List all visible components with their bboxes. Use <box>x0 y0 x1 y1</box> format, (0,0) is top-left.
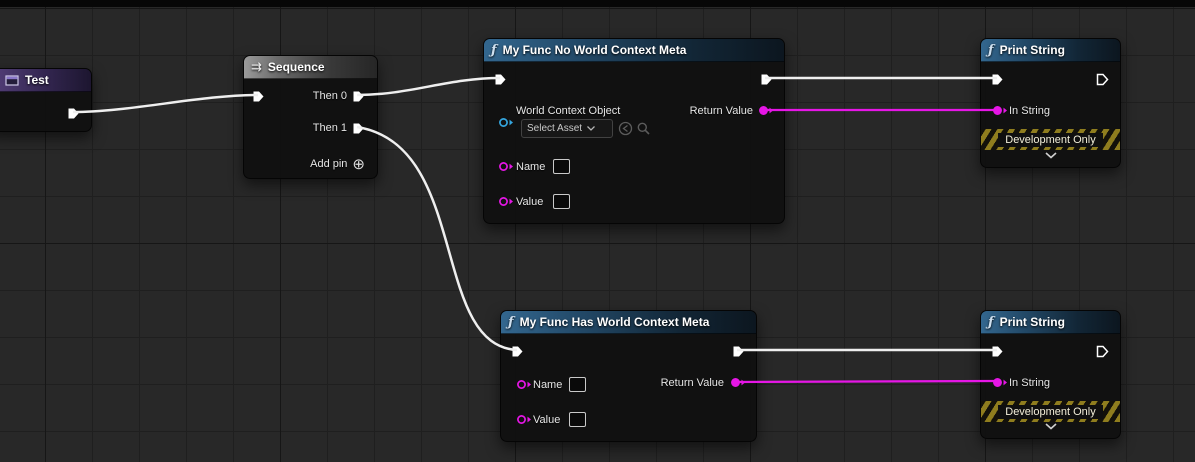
top-edge-bar <box>0 0 1195 7</box>
node-print-string-bottom-header[interactable]: ƒ Print String <box>981 311 1120 334</box>
exec-input-pin[interactable] <box>252 90 265 103</box>
select-asset-label: Select Asset <box>527 123 583 134</box>
node-test-header[interactable]: Test <box>0 69 91 92</box>
exec-input-pin[interactable] <box>991 73 1004 86</box>
node-print-string-top[interactable]: ƒ Print String In String Development Onl… <box>980 38 1121 168</box>
node-title: Print String <box>999 43 1065 57</box>
chevron-down-icon <box>1044 423 1057 430</box>
value-pin[interactable] <box>516 414 533 425</box>
exec-output-pin-then1[interactable] <box>352 122 365 135</box>
node-func-has-world-context-header[interactable]: ƒ My Func Has World Context Meta <box>501 311 756 334</box>
select-asset-dropdown[interactable]: Select Asset <box>521 119 613 138</box>
development-only-banner: Development Only <box>981 129 1120 150</box>
pin-label-name: Name <box>533 379 563 391</box>
pin-label-in-string: In String <box>1009 105 1050 117</box>
node-print-string-top-header[interactable]: ƒ Print String <box>981 39 1120 62</box>
pin-label-in-string: In String <box>1009 377 1050 389</box>
in-string-pin[interactable] <box>992 105 1009 116</box>
world-context-object-pin[interactable] <box>498 117 515 128</box>
exec-wire-test-to-sequence[interactable] <box>72 93 259 114</box>
node-print-string-bottom[interactable]: ƒ Print String In String Development Onl… <box>980 310 1121 439</box>
in-string-pin[interactable] <box>992 377 1009 388</box>
function-icon: ƒ <box>988 314 994 330</box>
add-pin-button[interactable]: Add pin ⊕ <box>310 156 365 172</box>
node-title: Test <box>25 73 49 87</box>
development-only-banner: Development Only <box>981 401 1120 422</box>
return-value-pin[interactable] <box>730 377 747 388</box>
node-sequence[interactable]: ⇉ Sequence Then 0 Then 1 Add pin ⊕ <box>243 55 378 179</box>
pin-label-world-context: World Context Object <box>516 105 621 117</box>
name-text-input[interactable] <box>553 159 570 174</box>
node-func-has-world-context[interactable]: ƒ My Func Has World Context Meta Name Re… <box>500 310 757 442</box>
exec-wire-then0-to-func-no-wcm[interactable] <box>356 76 501 97</box>
value-pin[interactable] <box>498 196 515 207</box>
function-icon: ƒ <box>508 314 514 330</box>
node-title: Sequence <box>267 60 325 74</box>
pin-label-value: Value <box>516 196 544 208</box>
exec-output-pin[interactable] <box>1096 345 1109 358</box>
node-func-no-world-context-header[interactable]: ƒ My Func No World Context Meta <box>484 39 784 62</box>
add-pin-label: Add pin <box>310 158 348 170</box>
name-text-input[interactable] <box>569 377 586 392</box>
name-pin[interactable] <box>498 161 515 172</box>
exec-input-pin[interactable] <box>991 345 1004 358</box>
collapsed-graph-icon <box>5 74 19 86</box>
expand-node-button[interactable] <box>981 152 1120 159</box>
browse-asset-icon[interactable] <box>636 121 651 136</box>
exec-output-pin-then0[interactable] <box>352 90 365 103</box>
exec-input-pin[interactable] <box>511 345 524 358</box>
pin-label-name: Name <box>516 161 546 173</box>
use-selected-asset-icon[interactable] <box>618 121 633 136</box>
node-sequence-header[interactable]: ⇉ Sequence <box>244 56 377 79</box>
pin-label-value: Value <box>533 414 561 426</box>
chevron-down-icon <box>587 126 595 131</box>
pin-label-then0: Then 0 <box>312 90 347 102</box>
value-text-input[interactable] <box>569 412 586 427</box>
exec-output-pin[interactable] <box>760 73 773 86</box>
name-pin[interactable] <box>516 379 533 390</box>
expand-node-button[interactable] <box>981 423 1120 430</box>
development-only-label: Development Only <box>998 132 1103 147</box>
function-icon: ƒ <box>491 42 497 58</box>
exec-output-pin[interactable] <box>1096 73 1109 86</box>
add-pin-plus-icon: ⊕ <box>352 155 365 173</box>
node-test[interactable]: Test <box>0 68 92 132</box>
value-text-input[interactable] <box>553 194 570 209</box>
exec-input-pin[interactable] <box>494 73 507 86</box>
sequence-icon: ⇉ <box>251 59 262 74</box>
pin-label-return-value: Return Value <box>660 377 724 389</box>
development-only-label: Development Only <box>998 404 1103 419</box>
return-value-pin[interactable] <box>758 105 775 116</box>
node-title: My Func No World Context Meta <box>502 43 687 57</box>
exec-output-pin[interactable] <box>732 345 745 358</box>
string-wire-return-to-print-bottom[interactable] <box>734 379 998 384</box>
node-func-no-world-context[interactable]: ƒ My Func No World Context Meta World Co… <box>483 38 785 224</box>
pin-label-return-value: Return Value <box>689 105 753 117</box>
function-icon: ƒ <box>988 42 994 58</box>
node-title: My Func Has World Context Meta <box>519 315 710 329</box>
pin-label-then1: Then 1 <box>312 122 347 134</box>
exec-output-pin[interactable] <box>67 107 80 120</box>
chevron-down-icon <box>1044 152 1057 159</box>
node-title: Print String <box>999 315 1065 329</box>
